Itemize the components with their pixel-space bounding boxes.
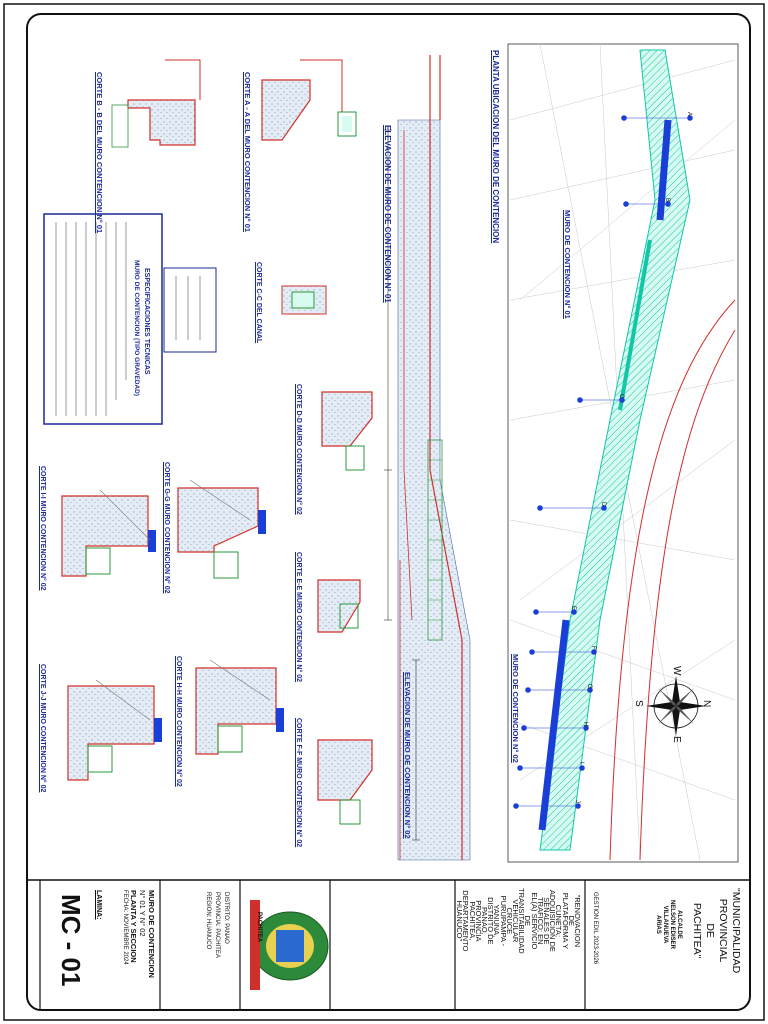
marker-g: G — [586, 684, 592, 689]
cut-ii-title: CORTE I-I MURO CONTENCION N° 02 — [39, 466, 46, 591]
cut-cc-title: CORTE C-C DEL CANAL — [255, 262, 262, 344]
wall2-label: MURO DE CONTENCION N° 02 — [511, 654, 520, 763]
period: GESTION EDIL 2023-2026 — [592, 892, 598, 965]
marker-c: C — [618, 394, 624, 399]
sections-left — [43, 59, 373, 825]
marker-b: B — [664, 198, 670, 203]
compass-north: N — [701, 700, 712, 708]
marker-d: D — [600, 502, 606, 507]
elev1-title: ELEVACION DE MURO DE CONTENCION N° 01 — [383, 125, 392, 303]
entity-name: "MUNICIPALIDAD PROVINCIAL DE PACHITEA" — [691, 888, 742, 974]
compass-west: W — [671, 666, 682, 676]
sheet-code: MC - 01 — [56, 894, 86, 987]
cut-hh-title: CORTE H-H MURO CONTENCION N° 02 — [175, 656, 182, 787]
cut-ee-title: CORTE E-E MURO CONTENCION N° 02 — [295, 552, 302, 682]
marker-i: I — [578, 762, 584, 764]
titleblock-grid — [39, 880, 586, 1010]
project-name: "RENOVACION DE PLATAFORMA Y CUNETA; ADQU… — [455, 888, 582, 954]
plan-title: PLANTA UBICACION DEL MURO DE CONTENCION — [491, 50, 500, 244]
location-info: DISTRITO: PANAO PROVINCIA: PACHITEA REGI… — [205, 892, 229, 958]
inner-frame — [26, 13, 751, 1011]
wall1-label: MURO DE CONTENCION N° 01 — [563, 210, 572, 319]
cut-bb-title: CORTE B - B DEL MURO CONTENCION N° 01 — [95, 72, 104, 234]
marker-h: H — [582, 722, 588, 727]
marker-j: J — [574, 800, 580, 803]
marker-a: A — [686, 112, 692, 117]
plan-title-block: MURO DE CONTENCION N° 01 Y N° 02 PLANTA … — [122, 890, 156, 978]
wall2-plan — [538, 619, 570, 831]
mayor-name: ALCALDE NELSON EDISER VILLANUEVA ARIAS — [655, 900, 682, 950]
cut-dd-title: CORTE D-D MURO CONTENCION N° 02 — [295, 384, 302, 515]
elevation-strip — [384, 55, 471, 861]
marker-f: F — [590, 646, 596, 650]
cut-gg-title: CORTE G-G MURO CONTENCION N° 02 — [163, 462, 170, 594]
plan-view — [507, 43, 739, 863]
compass-east: E — [671, 736, 682, 743]
specs-title: ESPECIFICACIONES TECNICAS — [143, 268, 150, 375]
cut-jj-title: CORTE J-J MURO CONTENCION N° 02 — [39, 664, 46, 793]
compass-icon — [646, 676, 706, 736]
wall1-plan — [656, 119, 672, 221]
municipal-seal-icon — [250, 900, 329, 990]
cut-aa-title: CORTE A - A DEL MURO CONTENCION N° 01 — [243, 72, 252, 233]
sheet-label: LAMINA: — [95, 890, 102, 920]
elev2-title: ELEVACION DE MURO DE CONTENCION N° 02 — [403, 672, 412, 839]
cut-ff-title: CORTE F-F MURO CONTENCION N° 02 — [295, 718, 302, 848]
marker-e: E — [570, 606, 576, 611]
compass-south: S — [633, 700, 644, 707]
logo-text: PACHITEA — [256, 912, 262, 943]
specs-subtitle: MURO DE CONTENCION (TIPO GRAVEDAD) — [133, 260, 140, 397]
